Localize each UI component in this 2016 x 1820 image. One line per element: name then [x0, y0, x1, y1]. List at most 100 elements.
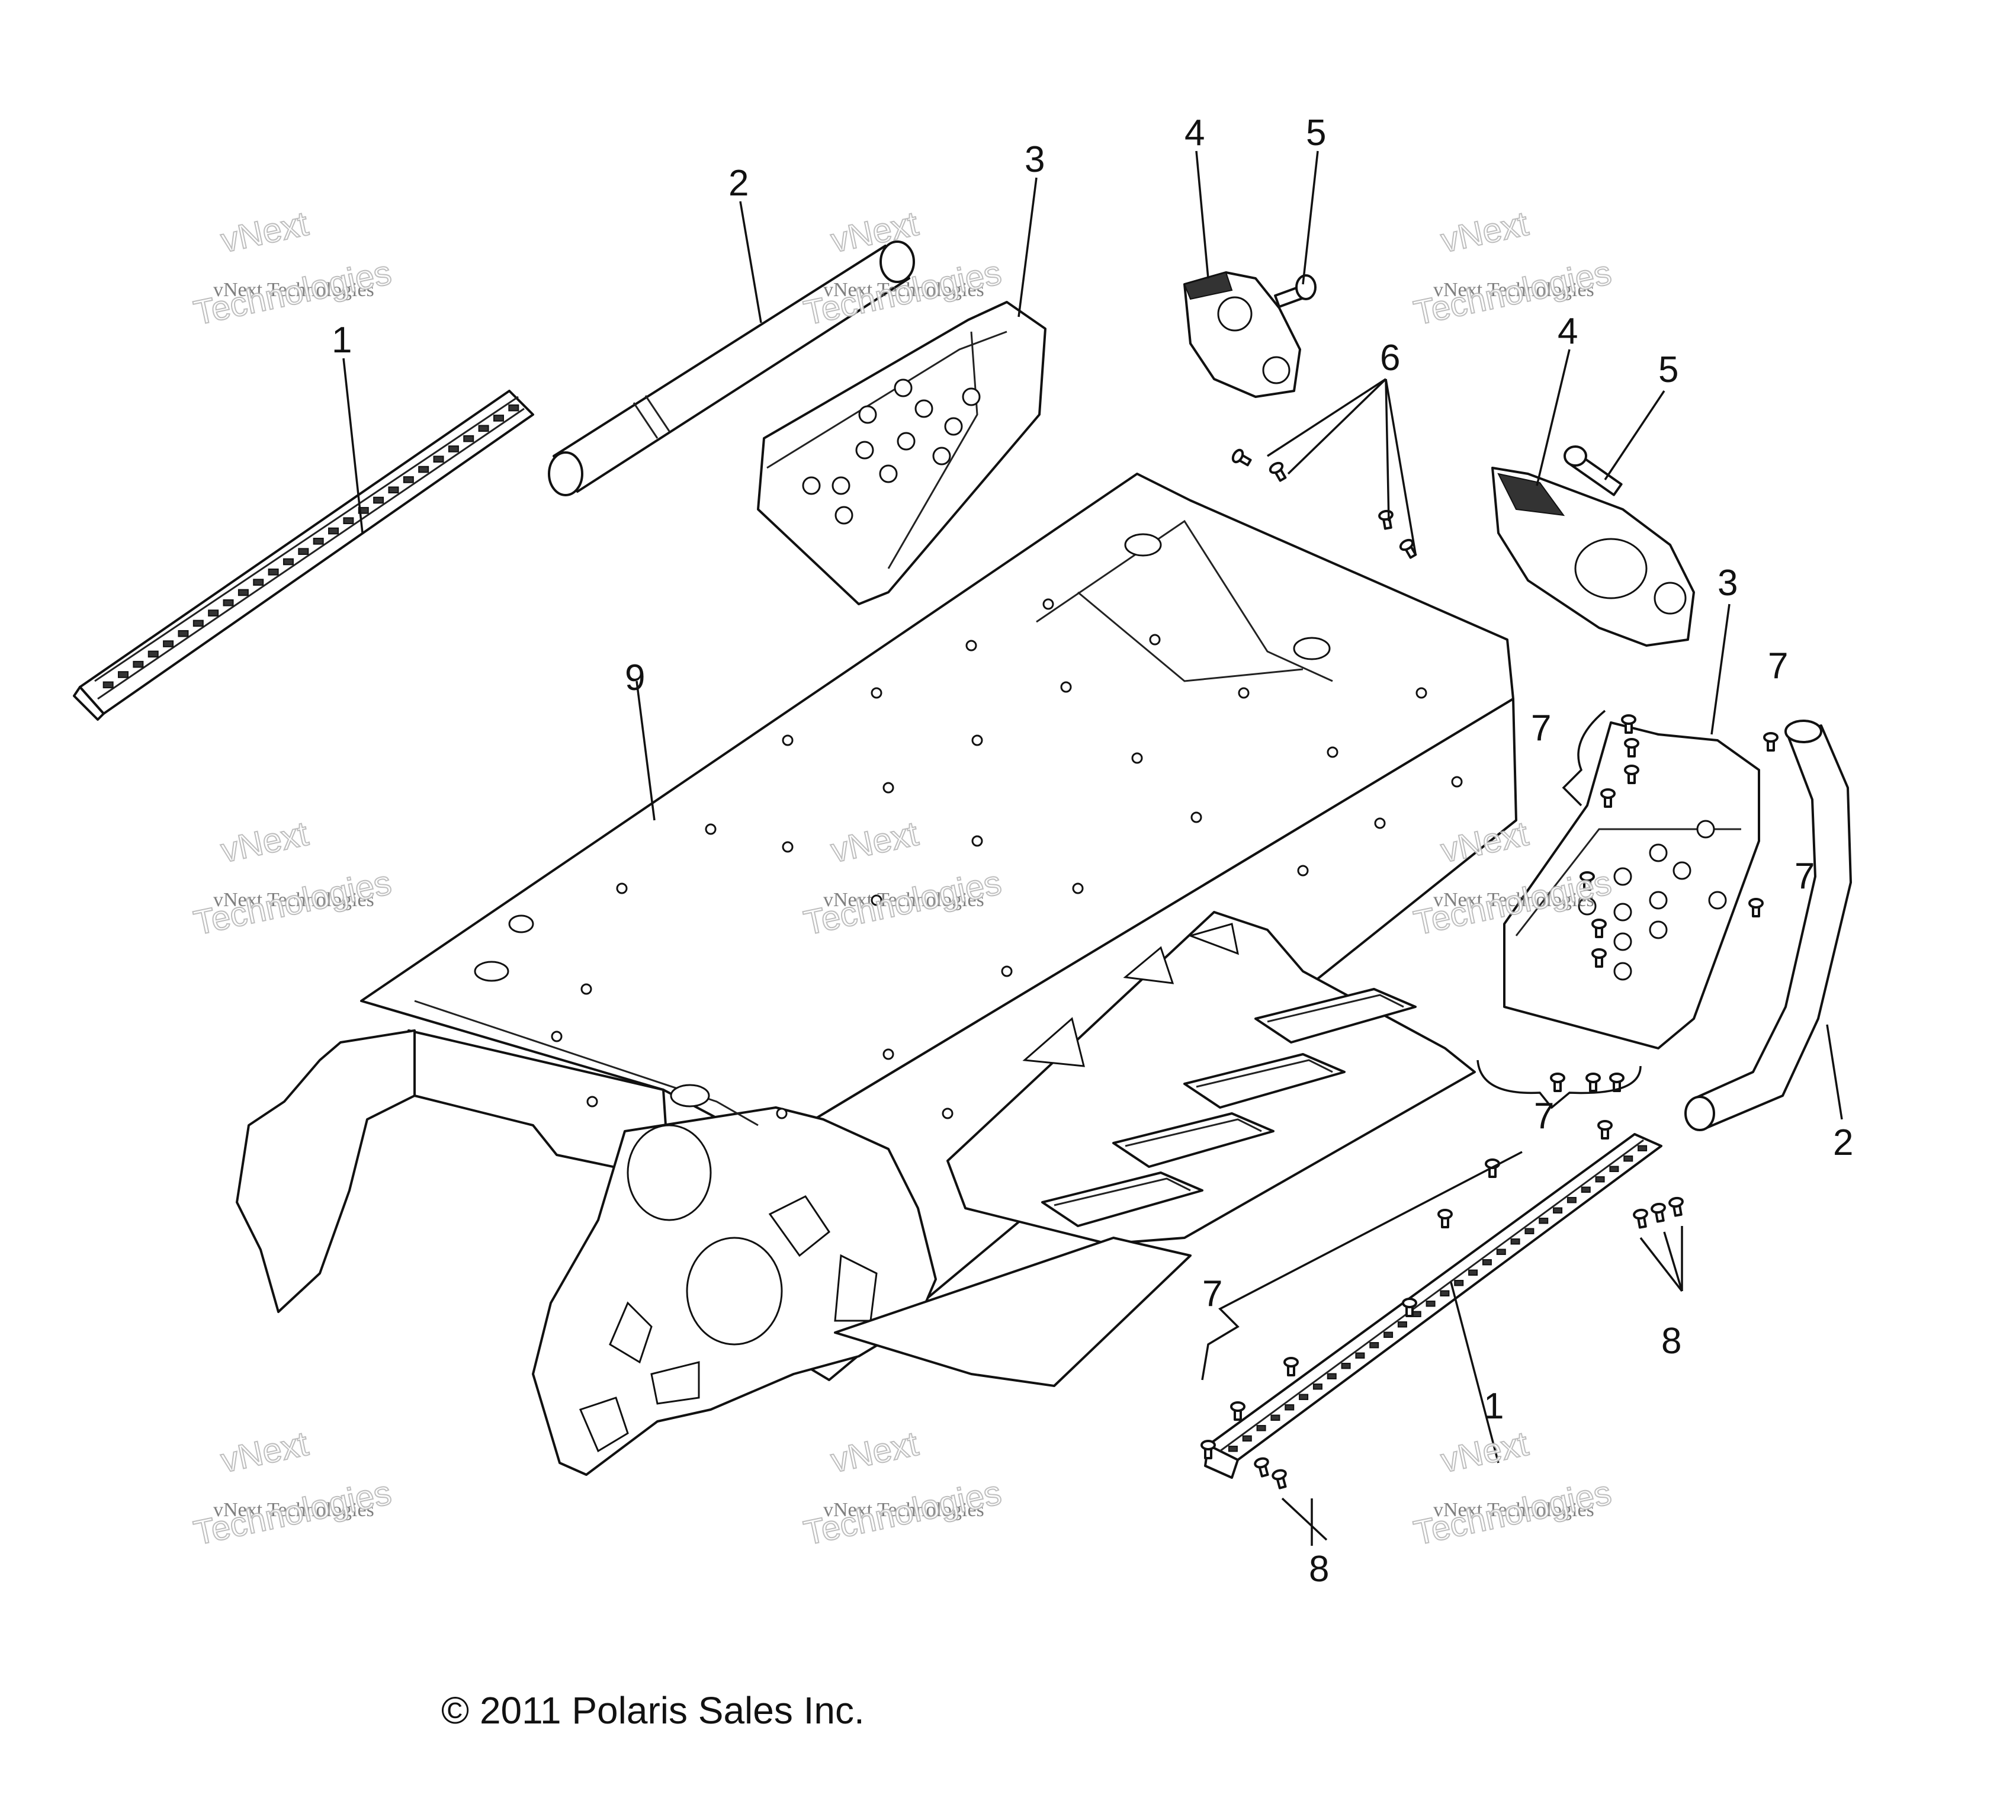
watermark-line1: vNext Technologies	[823, 1499, 984, 1521]
callout-4-right: 4	[1558, 311, 1578, 352]
screw-8	[1254, 1457, 1269, 1478]
slot-hole	[118, 671, 129, 678]
bolt-hole	[1696, 820, 1715, 839]
rail-strip-upper-left	[73, 390, 534, 721]
watermark-line1: vNext Technologies	[1433, 279, 1594, 301]
bolt-hole	[802, 476, 821, 495]
leader-lines	[342, 150, 1843, 1546]
slot-hole	[328, 527, 339, 535]
board-cutout	[1022, 1017, 1085, 1067]
slot-hole	[1270, 1414, 1280, 1421]
bolt-hole	[776, 1108, 788, 1119]
screw-7	[1437, 1209, 1453, 1228]
screw-6	[1231, 448, 1252, 467]
watermark-line2: Technologies	[1411, 1473, 1615, 1552]
bolt-hole	[1072, 882, 1084, 894]
bolt-hole	[1415, 687, 1427, 699]
bolt-hole	[882, 782, 894, 794]
slot-hole	[1454, 1280, 1464, 1286]
bracket-right	[1491, 467, 1695, 647]
callout-9: 9	[625, 657, 645, 698]
slot-hole	[418, 466, 429, 473]
slot-hole	[1440, 1290, 1450, 1296]
watermark-brand: vNext	[217, 1424, 312, 1480]
slot-hole	[1609, 1166, 1619, 1172]
slot-hole	[1553, 1207, 1563, 1214]
slot-hole	[1256, 1425, 1266, 1431]
slot-hole	[1468, 1269, 1478, 1276]
screw-7	[1763, 732, 1779, 752]
bolt-hole	[858, 405, 877, 424]
tube-right	[1684, 720, 1852, 1131]
slot-hole	[1355, 1352, 1365, 1359]
bolt-hole	[580, 983, 592, 995]
callout-5-right: 5	[1658, 349, 1678, 390]
watermark-brand: vNext	[217, 204, 312, 260]
slot-hole	[1510, 1238, 1520, 1245]
footrest-plate-upper	[757, 301, 1046, 605]
bolt-hole	[971, 734, 983, 746]
callout-6: 6	[1380, 338, 1400, 378]
screw-7	[1550, 1073, 1565, 1092]
bolt-hole	[942, 1108, 954, 1119]
bolt-hole	[1238, 687, 1250, 699]
bolt-hole	[1649, 891, 1668, 910]
screw-7	[1748, 898, 1764, 917]
slot-hole	[1383, 1331, 1394, 1338]
slot-hole	[102, 681, 114, 689]
callout-2-right: 2	[1833, 1122, 1853, 1163]
bolt-hole	[1451, 776, 1463, 788]
callout-1-lower: 1	[1484, 1386, 1504, 1427]
bolt-hole	[586, 1096, 598, 1108]
bolt-hole	[879, 464, 898, 483]
slot-hole	[1623, 1155, 1633, 1162]
bolt-upper	[1274, 274, 1317, 308]
screw-8	[1272, 1469, 1287, 1490]
slot-hole	[1299, 1394, 1309, 1400]
screw-8	[1633, 1208, 1648, 1229]
board-cutout	[1123, 946, 1174, 984]
screw-8	[1668, 1196, 1684, 1217]
screw-7	[1597, 1120, 1613, 1139]
slot-hole	[1566, 1197, 1577, 1203]
slot-hole	[1369, 1342, 1379, 1349]
watermark-line1: vNext Technologies	[823, 279, 984, 301]
bolt-hole	[871, 687, 882, 699]
slot-hole	[298, 548, 309, 555]
bolt-hole	[1042, 598, 1054, 610]
screw-7	[1624, 765, 1639, 784]
slot-hole	[1285, 1404, 1295, 1411]
screws-7	[1200, 714, 1779, 1459]
callout-labels: 1 2 3 4 5 6 4 5 3 7 7 7 9 7 2 7 8 1 8	[332, 113, 1853, 1590]
board-slot-detail	[1267, 994, 1404, 1023]
slot-hole	[313, 538, 324, 545]
running-board	[834, 911, 1476, 1387]
screw-7	[1624, 738, 1639, 757]
rail-strip-lower-right	[1204, 1133, 1662, 1479]
bolt-hole	[944, 417, 963, 436]
slot-hole	[208, 609, 219, 617]
screw-7	[1609, 1073, 1625, 1092]
slot-hole	[283, 558, 294, 566]
callout-1-upper: 1	[332, 320, 352, 361]
board-slot	[1112, 1112, 1275, 1168]
screw-7	[1591, 948, 1607, 968]
slot-hole	[163, 640, 174, 647]
bolt-hole	[1131, 752, 1143, 764]
bolt-hole	[965, 640, 977, 651]
slot-hole	[508, 404, 519, 412]
bolt-hole	[882, 1048, 894, 1060]
bolt-hole	[1374, 817, 1386, 829]
bolt-hole	[1060, 681, 1072, 693]
watermark-line2: Technologies	[801, 1473, 1005, 1552]
callout-7-d: 7	[1534, 1096, 1554, 1137]
slot-hole	[1595, 1176, 1605, 1183]
copyright-text: © 2011 Polaris Sales Inc.	[441, 1689, 865, 1732]
tube-upper	[548, 240, 915, 496]
bolt-hole	[705, 823, 717, 835]
screw-7	[1585, 1073, 1601, 1092]
